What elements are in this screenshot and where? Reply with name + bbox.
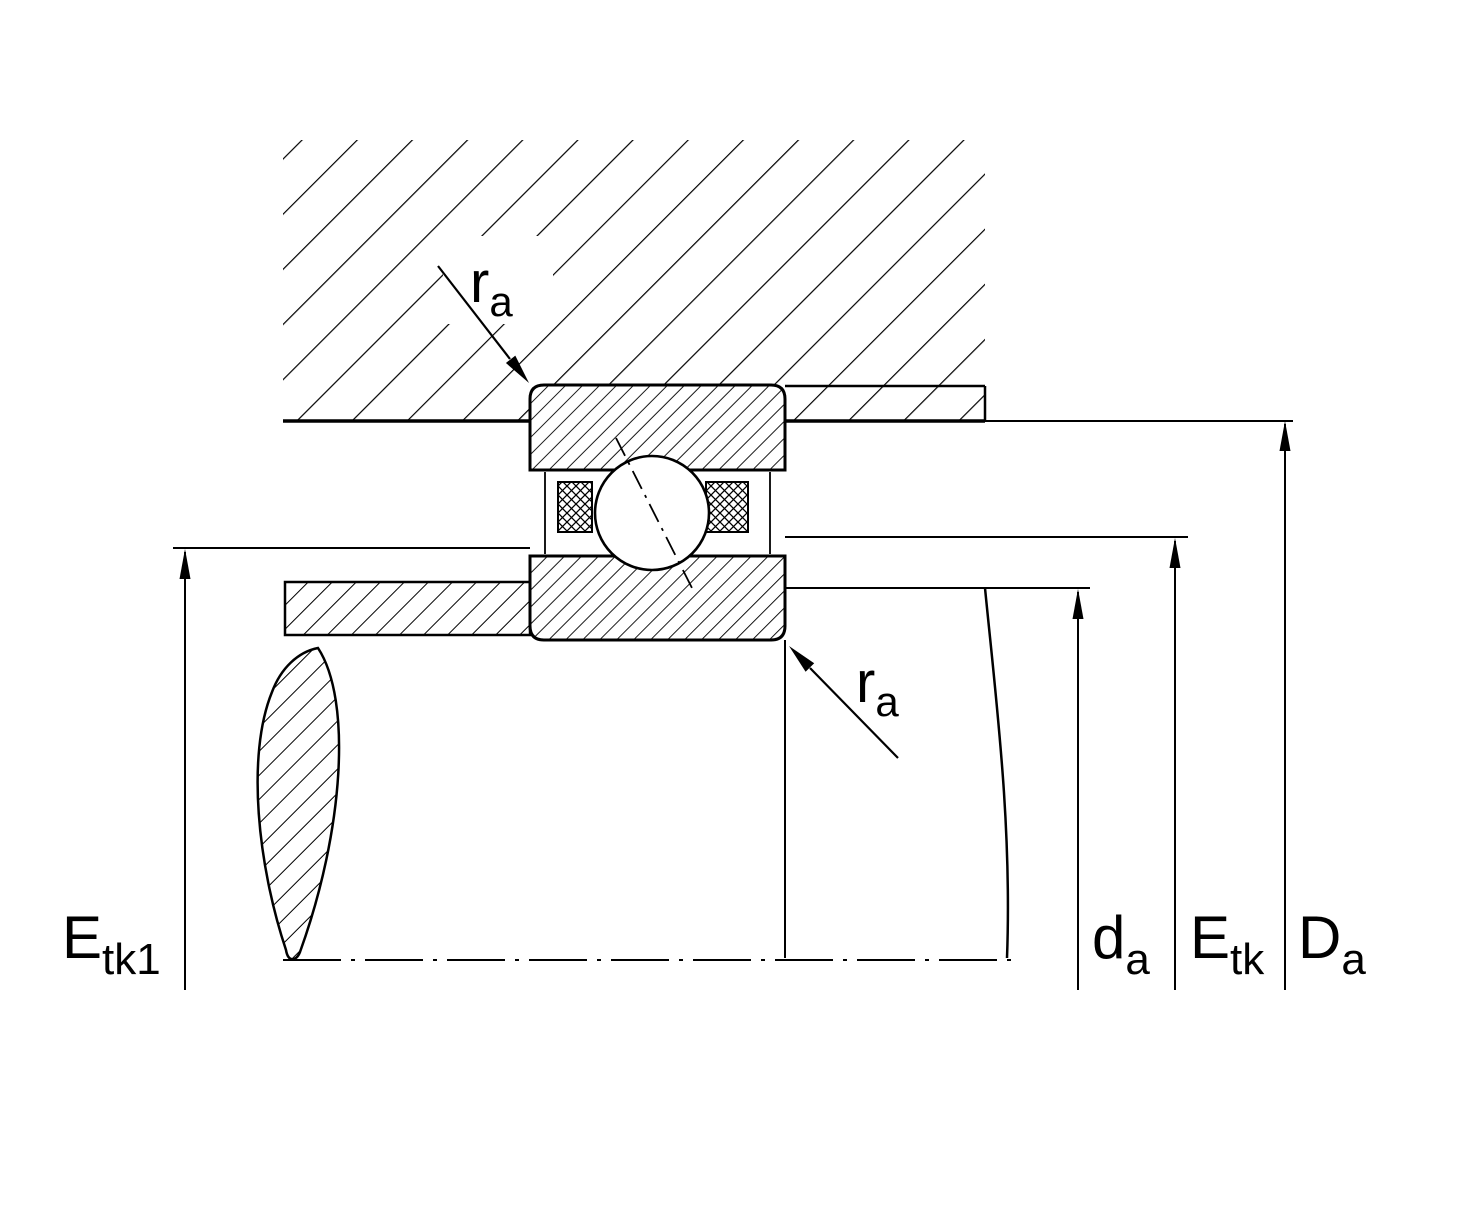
shaft-section: [173, 536, 1188, 961]
dimension-Da: Da: [1279, 421, 1366, 990]
etk1-arrowhead: [179, 549, 191, 579]
housing-hatch-area: [283, 140, 985, 421]
ra-bottom-leader-line: [809, 667, 899, 759]
ra-bottom-arrowhead: [789, 646, 815, 672]
dimension-etk1: Etk1: [62, 549, 191, 990]
ra-top-leader-line: [437, 265, 511, 360]
label-da: da: [1092, 904, 1150, 984]
dimension-da: da: [1072, 589, 1150, 990]
da-arrowhead: [1072, 589, 1084, 619]
shaft-shoulder-sliver: [256, 646, 341, 961]
bearing-cage-left: [557, 481, 593, 533]
label-etk: Etk: [1190, 904, 1265, 984]
bearing-outer-ring: [528, 383, 787, 472]
label-Da: Da: [1298, 904, 1366, 984]
bearing-ring-land-lines: [544, 472, 771, 554]
shaft-spacer-strip: [283, 580, 532, 637]
bearing-cage-right: [705, 481, 749, 533]
housing-section: [283, 140, 1293, 423]
shaft-right-contour: [983, 587, 1010, 959]
bearing-section: [528, 383, 787, 642]
housing-shoulder-step: [785, 384, 987, 421]
etk-arrowhead: [1169, 538, 1181, 568]
label-ra-bottom: ra: [856, 650, 899, 725]
ra-leader-bottom: ra: [789, 646, 899, 759]
label-ra-top: ra: [470, 250, 513, 325]
dimension-etk: Etk: [1169, 538, 1265, 990]
label-etk1: Etk1: [62, 904, 161, 984]
ra-top-arrowhead: [505, 355, 529, 383]
Da-arrowhead: [1279, 421, 1291, 451]
bearing-ball: [593, 454, 711, 572]
contact-angle-centerline: [615, 437, 693, 589]
ra-top-label-mask: [443, 236, 553, 324]
ra-leader-top: ra: [437, 236, 553, 383]
